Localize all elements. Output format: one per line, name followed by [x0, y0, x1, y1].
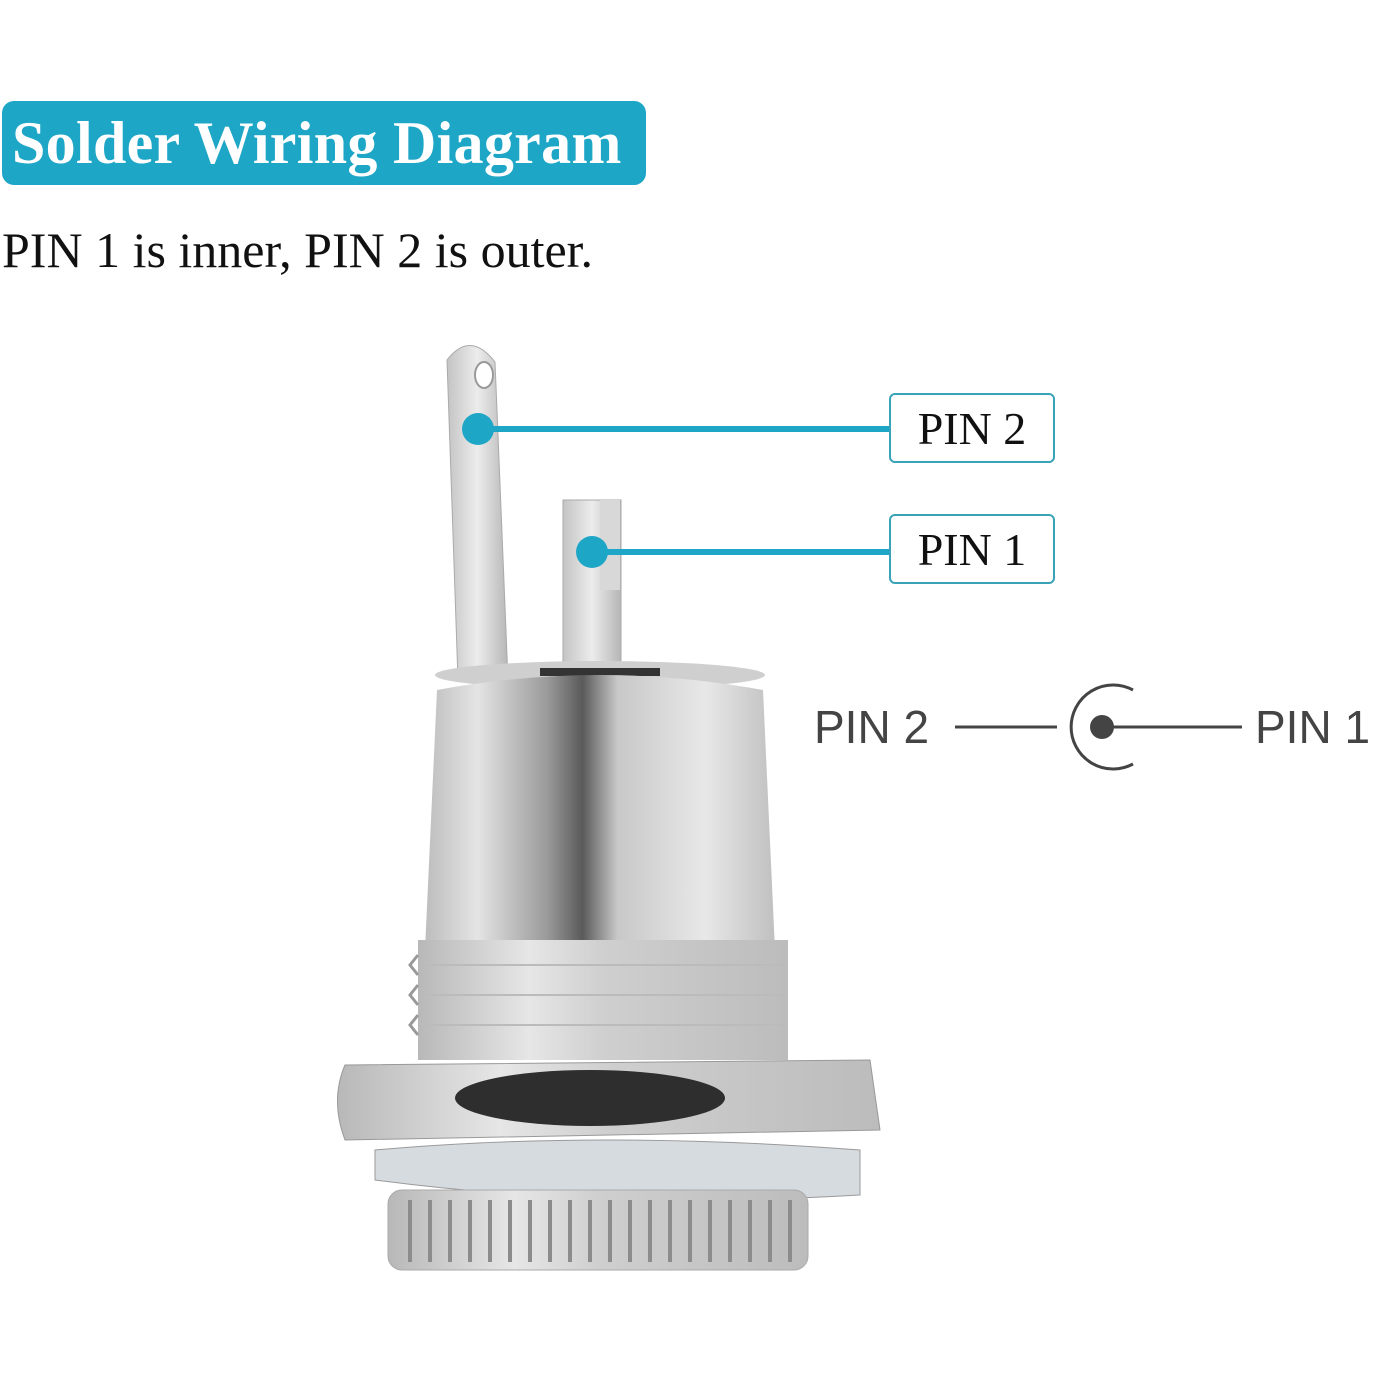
callout-pin2-label: PIN 2 — [889, 393, 1055, 463]
callout-pin1-line — [576, 536, 892, 568]
schematic-pin2-label: PIN 2 — [814, 701, 930, 753]
jack-barrel — [425, 675, 775, 950]
subtitle: PIN 1 is inner, PIN 2 is outer. — [2, 222, 594, 278]
inner-center-pin — [562, 499, 622, 676]
knurled-base — [387, 1189, 809, 1271]
dc-jack-symbol-icon — [955, 683, 1242, 771]
title-badge — [2, 101, 646, 185]
callout-pin1-label: PIN 1 — [889, 514, 1055, 584]
jack-thread — [408, 940, 788, 1060]
outer-solder-tab — [446, 345, 509, 681]
hex-nut — [337, 1059, 881, 1141]
callout-pin2-line — [462, 413, 892, 445]
schematic-pin1-label: PIN 1 — [1255, 701, 1371, 753]
page-title: Solder Wiring Diagram — [12, 110, 622, 176]
